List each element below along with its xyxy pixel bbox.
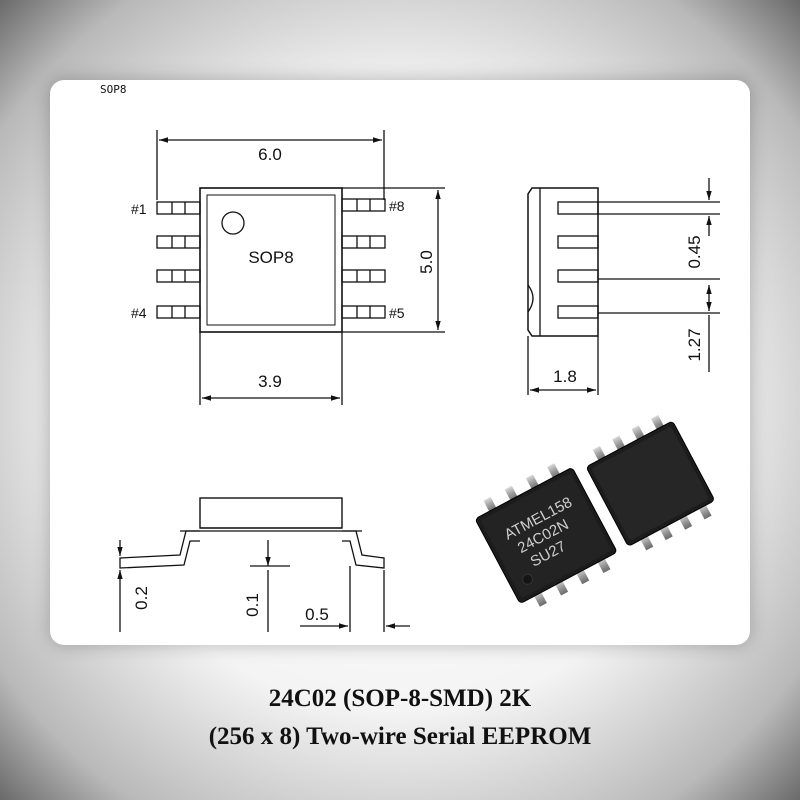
pin4-label: #4: [131, 305, 147, 321]
dim-0-5: 0.5: [305, 605, 329, 624]
chip-photo-front: ATMEL158 24C02N SU27: [475, 463, 617, 607]
dim-body-width-3-9: 3.9: [258, 372, 282, 391]
dim-height-5: 5.0: [417, 250, 436, 274]
dim-0-2: 0.2: [132, 586, 151, 610]
caption-title: 24C02 (SOP-8-SMD) 2K: [268, 685, 532, 712]
pin1-label: #1: [131, 201, 147, 217]
chip-photo-back: [586, 415, 714, 551]
diagram-panel: [50, 80, 750, 645]
pin8-label: #8: [389, 198, 405, 214]
dim-thickness-1-8: 1.8: [553, 367, 577, 386]
dim-0-1: 0.1: [243, 593, 262, 617]
profile-view: [117, 497, 410, 632]
package-name-label: SOP8: [100, 83, 127, 96]
caption-subtitle: (256 x 8) Two-wire Serial EEPROM: [208, 723, 592, 750]
side-view: [527, 178, 720, 395]
dim-lead-width-0-45: 0.45: [685, 235, 704, 268]
top-view: [156, 130, 445, 405]
body-label: SOP8: [248, 248, 293, 267]
dim-pitch-1-27: 1.27: [685, 328, 704, 361]
dim-width-6: 6.0: [258, 145, 282, 164]
pin5-label: #5: [389, 305, 405, 321]
